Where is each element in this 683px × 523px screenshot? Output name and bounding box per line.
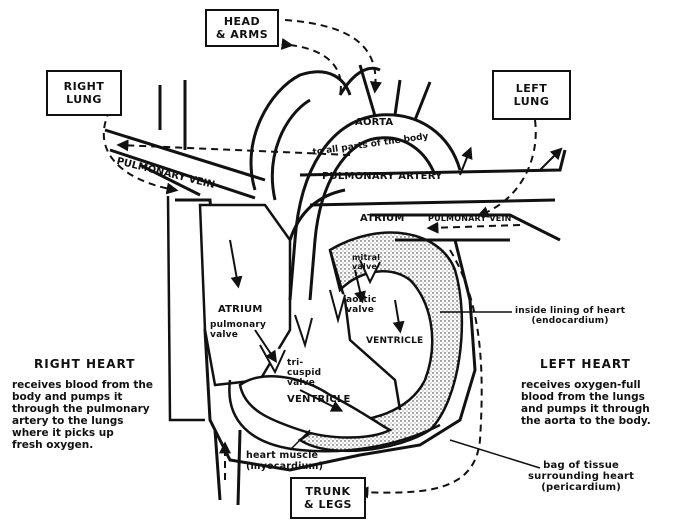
tricuspid-valve-label: tri- cuspid valve [287,358,321,388]
aortic-valve-line2: valve [346,305,377,315]
pericardium-line2: surrounding heart [528,471,634,482]
aortic-valve-label: aortic valve [346,295,377,315]
right-lung-line2: LUNG [66,93,102,106]
right-lung-box: RIGHT LUNG [46,70,122,116]
trunk-legs-line1: TRUNK [305,485,350,498]
heart-muscle-label: heart muscle (myocardium) [246,450,323,472]
inside-lining-label: inside lining of heart (endocardium) [515,306,625,326]
right-heart-line: through the pulmonary [12,403,153,415]
pulmonary-vein-right-label: PULMONARY VEIN [428,214,512,224]
inferior-vena-cava [215,430,240,505]
pericardium-line1: bag of tissue [528,460,634,471]
ventricle-left-label: VENTRICLE [366,336,423,346]
pulmonary-valve-line1: pulmonary [210,320,266,330]
head-arms-line1: HEAD [224,15,260,28]
atrium-left-label: ATRIUM [360,214,404,224]
right-heart-description: receives blood from the body and pumps i… [12,379,153,451]
pulmonary-artery-label: PULMONARY ARTERY [322,172,443,182]
pericardium-line3: (pericardium) [528,482,634,493]
head-arms-box: HEAD & ARMS [205,9,279,47]
left-lung-line1: LEFT [516,82,548,95]
tricuspid-valve-line2: cuspid [287,368,321,378]
pericardium-label: bag of tissue surrounding heart (pericar… [528,460,634,493]
right-heart-line: receives blood from the [12,379,153,391]
heart-muscle-line1: heart muscle [246,450,323,461]
trunk-legs-box: TRUNK & LEGS [290,477,366,519]
aorta-label: AORTA [355,118,393,128]
trunk-legs-line2: & LEGS [304,498,352,511]
mitral-valve-label: mitral valve [352,253,380,271]
right-heart-line: fresh oxygen. [12,439,153,451]
mitral-valve-line1: mitral [352,253,380,262]
left-lung-line2: LUNG [514,95,550,108]
left-heart-line: the aorta to the body. [521,415,651,427]
left-lung-box: LEFT LUNG [492,70,571,120]
inside-lining-line2: (endocardium) [515,316,625,326]
ventricle-right-label: VENTRICLE [287,395,351,405]
tricuspid-valve-line3: valve [287,378,321,388]
pulmonary-valve-line2: valve [210,330,266,340]
inside-lining-line1: inside lining of heart [515,306,625,316]
right-lung-line1: RIGHT [64,80,105,93]
right-heart-line: body and pumps it [12,391,153,403]
tricuspid-valve-line1: tri- [287,358,321,368]
right-heart-title: RIGHT HEART [34,357,135,371]
head-arms-line2: & ARMS [216,28,268,41]
left-heart-line: and pumps it through [521,403,651,415]
heart-muscle-line2: (myocardium) [246,461,323,472]
left-heart-line: receives oxygen-full [521,379,651,391]
right-heart-line: artery to the lungs [12,415,153,427]
right-heart-line: where it picks up [12,427,153,439]
left-heart-line: blood from the lungs [521,391,651,403]
mitral-valve-line2: valve [352,262,380,271]
left-heart-description: receives oxygen-full blood from the lung… [521,379,651,427]
left-heart-title: LEFT HEART [540,357,631,371]
pulmonary-valve-label: pulmonary valve [210,320,266,340]
atrium-right-label: ATRIUM [218,305,262,315]
aortic-valve-line1: aortic [346,295,377,305]
